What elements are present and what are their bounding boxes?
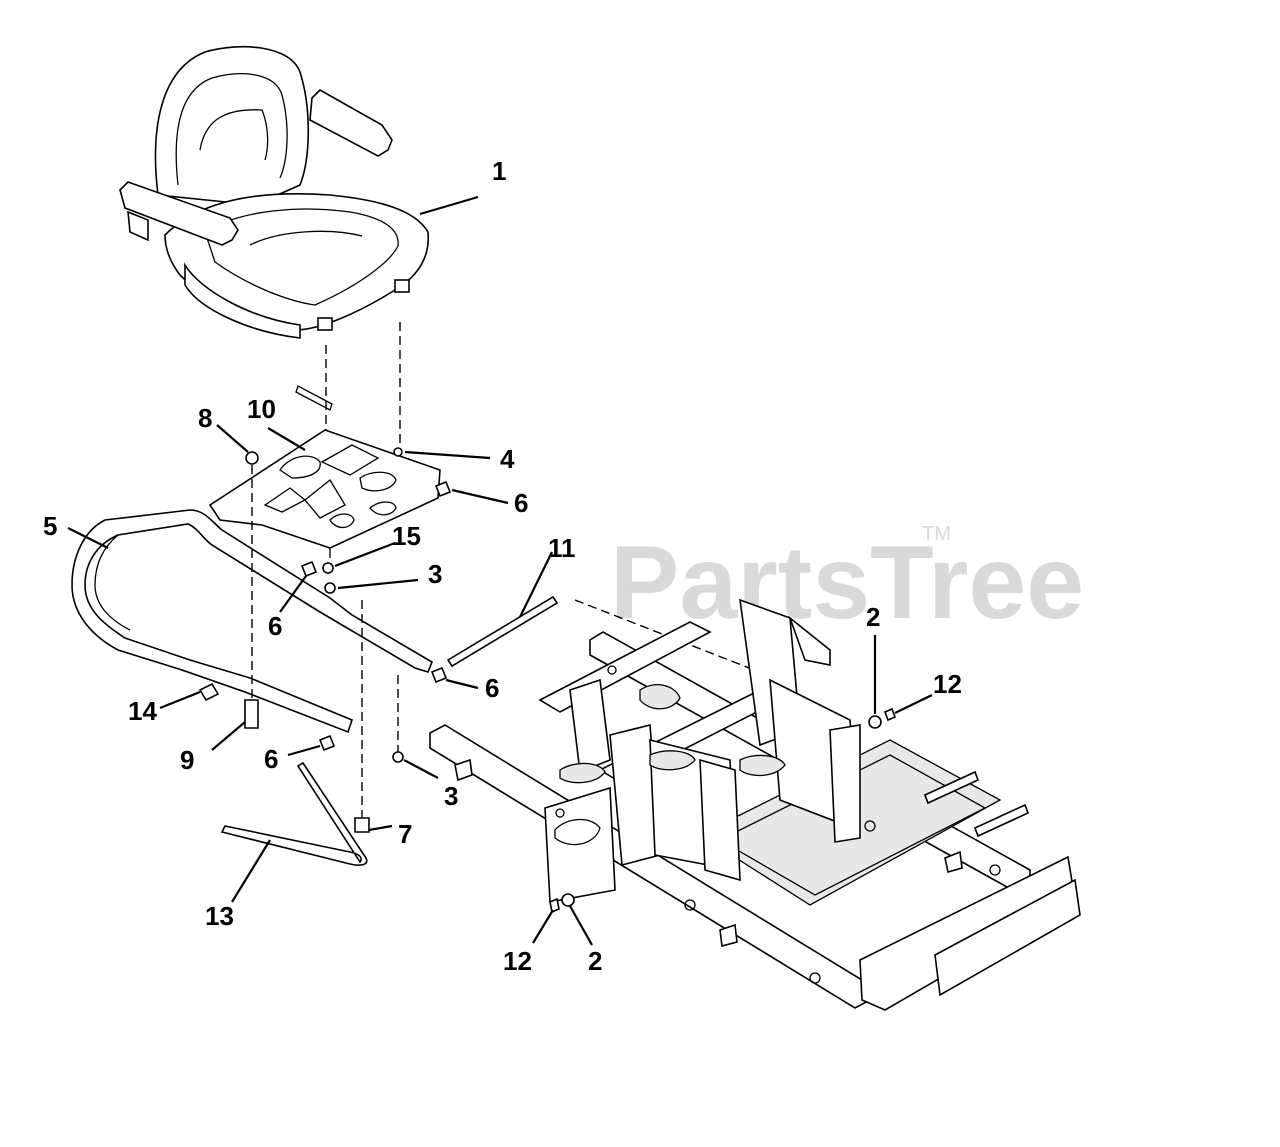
leader-15 [334,541,396,568]
leader-3 [403,759,439,779]
leader-12 [532,909,554,944]
bushing-part [318,734,336,752]
leader-9 [211,721,246,751]
nut-part [392,751,404,763]
screw-part [883,707,897,722]
seat-part [119,45,430,339]
bolt-part [295,385,333,411]
callout-5: 5 [43,511,57,541]
callout-7: 7 [398,819,412,849]
leader-6 [279,575,307,613]
callout-9: 9 [180,745,194,775]
callout-2: 2 [588,946,602,976]
leader-6 [445,678,479,690]
callout-3: 3 [428,559,442,589]
screw-part [549,897,560,914]
bolt-part [244,699,259,729]
chassis-frame-part [429,598,1081,1011]
nut-part [868,715,882,729]
nut-part [561,893,575,907]
callout-12: 12 [503,946,532,976]
nut-part [324,582,336,594]
leader-2 [569,905,593,946]
leader-7 [368,824,393,832]
watermark-trademark: TM [922,523,951,545]
clip-part [354,817,370,833]
leader-13 [231,839,271,903]
bent-rod-part [220,761,368,866]
leader-14 [159,690,201,710]
leader-4 [404,450,491,460]
callout-12: 12 [933,669,962,699]
seat-mount-plate-part [208,429,441,558]
callout-8: 8 [198,403,212,433]
bushing-part [300,560,318,578]
callout-6: 6 [514,488,528,518]
callout-11: 11 [548,533,576,563]
callout-14: 14 [128,696,157,726]
rod-part [446,595,559,668]
callout-15: 15 [392,521,421,551]
callout-3: 3 [444,781,458,811]
leader-10 [267,427,306,451]
leader-6 [451,488,509,505]
dashed-align-line [574,599,781,681]
callout-6: 6 [485,673,499,703]
watermark-text: PartsTree [610,525,1084,641]
callout-1: 1 [492,156,506,186]
callout-6: 6 [268,611,282,641]
nut-part [393,447,403,457]
bushing-part [430,666,448,684]
callout-13: 13 [205,901,234,931]
leader-12 [894,694,933,714]
leader-1 [419,195,479,216]
leader-5 [67,527,109,549]
callout-2: 2 [866,602,880,632]
callout-6: 6 [264,744,278,774]
leader-8 [216,424,249,453]
bushing-part [434,480,452,498]
bolt-head-part [245,451,259,465]
leader-11 [519,551,553,618]
washer-part [322,562,334,574]
callout-10: 10 [247,394,276,424]
leader-6 [287,744,321,757]
leader-3 [337,578,419,590]
screw-part [198,682,220,702]
callout-4: 4 [500,444,515,474]
